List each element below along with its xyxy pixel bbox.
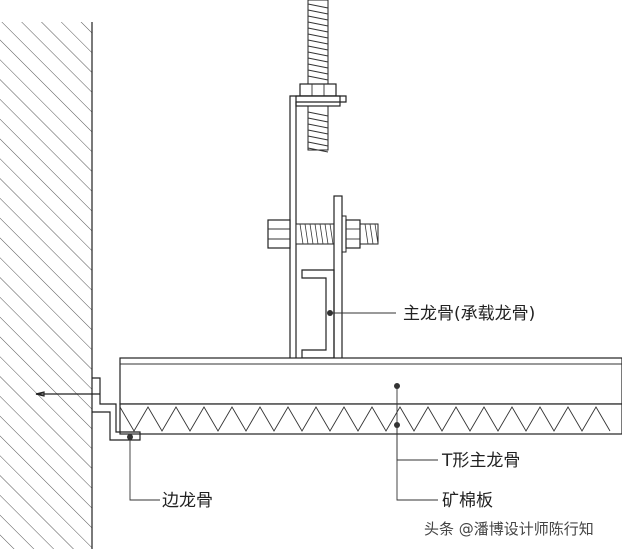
mineral-board-label: 矿棉板 [442, 491, 493, 511]
watermark-text: 头条 @潘博设计师陈行知 [424, 520, 594, 538]
leaders [127, 310, 438, 501]
threaded-rod [307, 0, 329, 153]
main-runner-label: 主龙骨(承载龙骨) [403, 304, 535, 324]
t-runner [119, 357, 622, 405]
edge-runner [35, 377, 141, 441]
hanger-plate [333, 195, 343, 381]
rod-nuts [295, 83, 341, 107]
board-leader [396, 425, 438, 501]
edge-runner-label: 边龙骨 [162, 491, 213, 511]
t-runner-label: T形主龙骨 [441, 451, 520, 471]
main-runner-channel [301, 269, 335, 359]
horizontal-bolt [267, 215, 379, 253]
wall [0, 22, 93, 549]
mineral-board [119, 403, 622, 435]
edge-runner-leader [129, 437, 160, 501]
